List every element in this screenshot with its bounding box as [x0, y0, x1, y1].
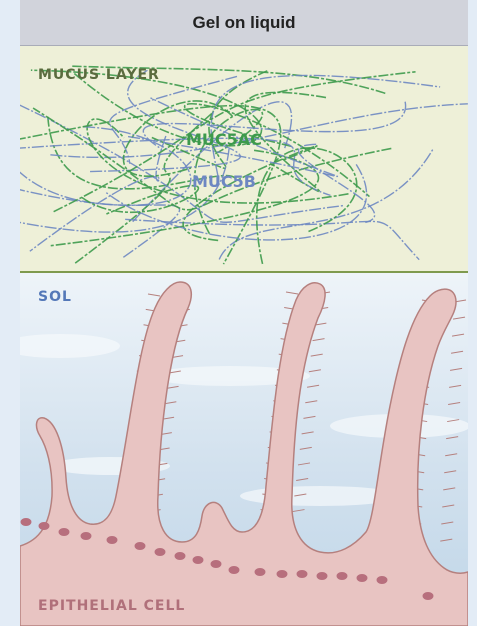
- epithelial-cell-label: EPITHELIAL CELL: [38, 598, 185, 614]
- nucleus-dot: [377, 576, 388, 584]
- nucleus-dot: [211, 560, 222, 568]
- muc5b-label: MUC5B: [192, 172, 256, 191]
- nucleus-dot: [59, 528, 70, 536]
- nucleus-dot: [229, 566, 240, 574]
- nucleus-dot: [193, 556, 204, 564]
- figure-title: Gel on liquid: [193, 13, 296, 33]
- nucleus-dot: [21, 518, 32, 526]
- nucleus-dot: [277, 570, 288, 578]
- nucleus-dot: [357, 574, 368, 582]
- nucleus-dot: [39, 522, 50, 530]
- title-bar: Gel on liquid: [20, 0, 468, 46]
- muc5ac-label: MUC5AC: [186, 130, 262, 149]
- nucleus-dot: [155, 548, 166, 556]
- nucleus-dot: [81, 532, 92, 540]
- sol-label: SOL: [38, 289, 72, 305]
- nucleus-dot: [135, 542, 146, 550]
- nucleus-dot: [175, 552, 186, 560]
- nucleus-dot: [317, 572, 328, 580]
- diagram-panel: MUCUS LAYER MUC5AC MUC5B SOL EPITHELIAL …: [20, 46, 468, 626]
- nucleus-dot: [107, 536, 118, 544]
- mucus-layer-label: MUCUS LAYER: [38, 67, 160, 83]
- nucleus-dot: [297, 570, 308, 578]
- nucleus-dot: [255, 568, 266, 576]
- nucleus-dot: [423, 592, 434, 600]
- mucus-diagram-svg: MUCUS LAYER MUC5AC MUC5B SOL EPITHELIAL …: [20, 46, 468, 626]
- nucleus-dot: [337, 572, 348, 580]
